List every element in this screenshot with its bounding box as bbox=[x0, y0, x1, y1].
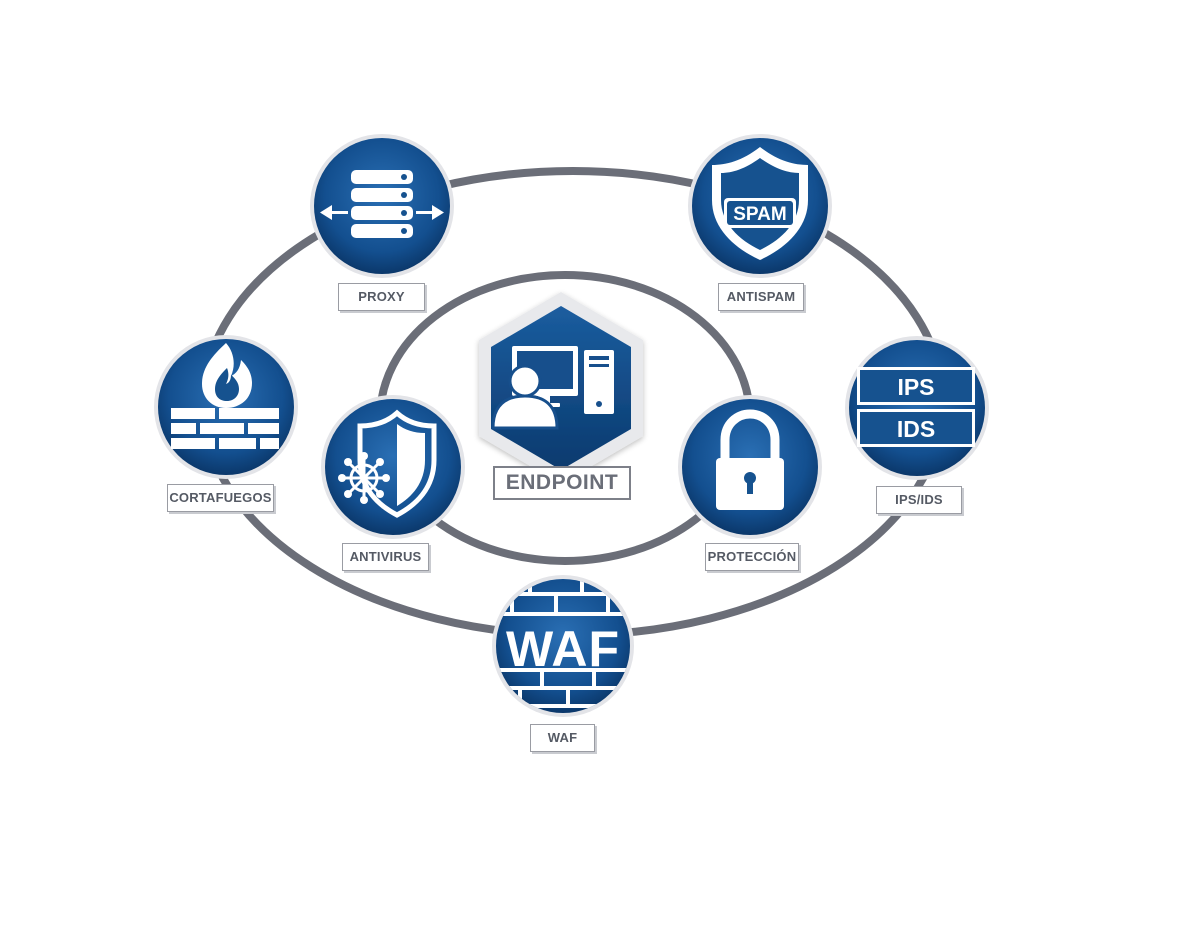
waf-badge-text: WAF bbox=[506, 621, 620, 677]
cortafuegos-label: CORTAFUEGOS bbox=[167, 484, 274, 512]
virus-shield-icon bbox=[338, 409, 437, 518]
padlock-icon bbox=[716, 409, 784, 510]
antispam-label: ANTISPAM bbox=[718, 283, 804, 311]
endpoint-label: ENDPOINT bbox=[493, 466, 631, 500]
ips-ids-icon bbox=[857, 367, 975, 447]
antivirus-label: ANTIVIRUS bbox=[342, 543, 429, 571]
proxy-label: PROXY bbox=[338, 283, 425, 311]
spam-badge-text: SPAM bbox=[733, 204, 786, 225]
user-computer-icon bbox=[491, 346, 614, 430]
proteccion-label: PROTECCIÓN bbox=[705, 543, 799, 571]
firewall-flame-icon bbox=[171, 343, 279, 449]
server-arrows-icon bbox=[320, 170, 444, 238]
ips-badge-text: IPS bbox=[897, 374, 934, 400]
ids-badge-text: IDS bbox=[897, 416, 935, 442]
spam-shield-icon bbox=[712, 147, 808, 260]
ips-ids-node bbox=[845, 336, 989, 480]
ips-ids-label: IPS/IDS bbox=[876, 486, 962, 514]
waf-label: WAF bbox=[530, 724, 595, 752]
